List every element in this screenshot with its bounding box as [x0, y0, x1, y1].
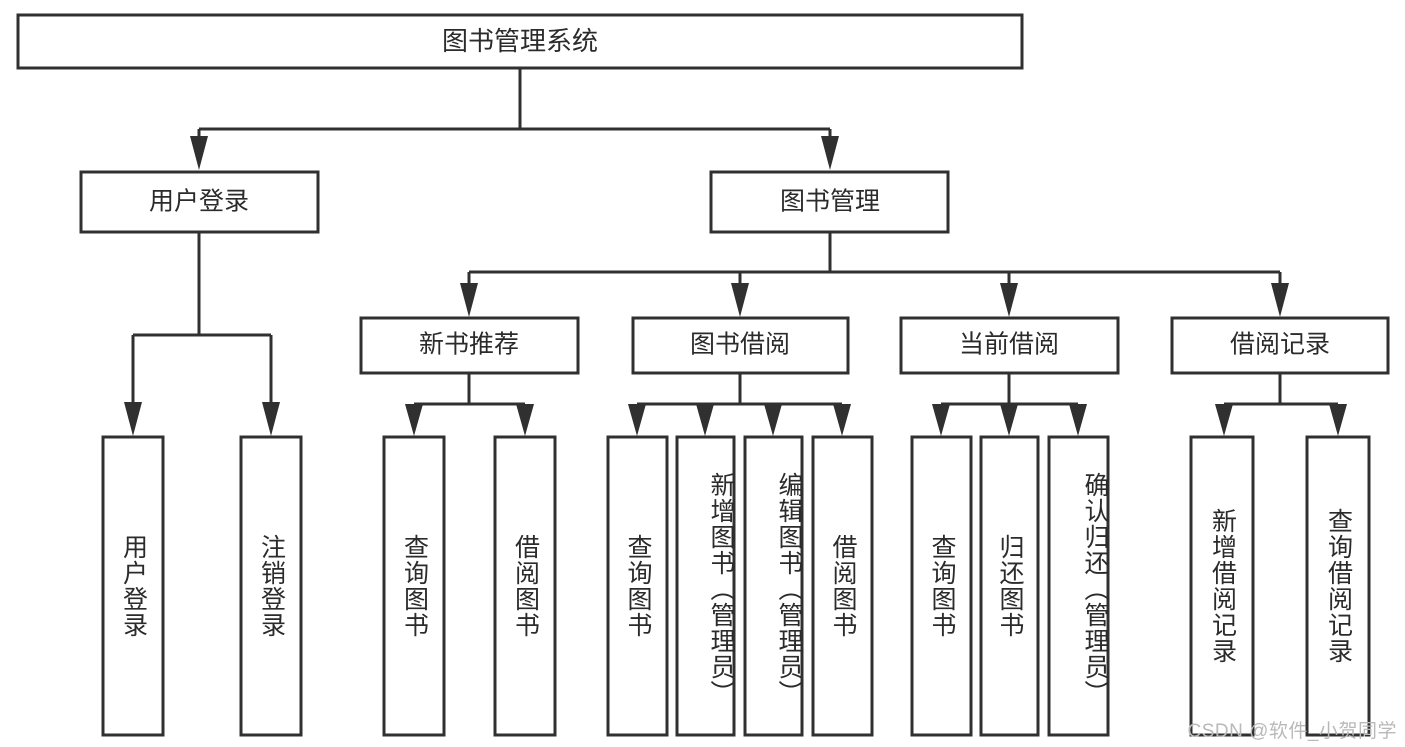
arrow-head-to-borrow-record	[1271, 283, 1289, 317]
node-book-management[interactable]: 图书管理	[709, 170, 950, 234]
node-current-borrowing[interactable]: 当前借阅	[899, 316, 1120, 375]
node-book-borrowing-box[interactable]	[631, 316, 850, 375]
leaf-box-add-book[interactable]	[675, 435, 736, 737]
node-root-book-management-system[interactable]: 图书管理系统	[16, 13, 1024, 70]
leaf-box-confirm-return[interactable]	[1047, 435, 1110, 737]
node-new-book-recommendation-label: 新书推荐	[419, 331, 519, 359]
leaf-box-edit-book[interactable]	[743, 435, 804, 737]
watermark-text: CSDN @软件_小贺同学	[1187, 721, 1397, 742]
arrow-head-leaf-add-record	[1215, 404, 1233, 436]
arrow-head-leaf-query-record	[1329, 404, 1347, 436]
leaf-box-query-record[interactable]	[1305, 435, 1371, 737]
node-borrowing-record-label: 借阅记录	[1230, 331, 1330, 359]
node-book-management-box[interactable]	[709, 170, 950, 234]
leaf-box-add-record[interactable]	[1189, 435, 1255, 737]
leaf-box-logout[interactable]	[239, 435, 303, 737]
arrow-head-leaf-query-book-c	[932, 404, 950, 436]
node-current-borrowing-box[interactable]	[899, 316, 1120, 375]
leaf-box-return-book[interactable]	[979, 435, 1040, 737]
arrow-head-leaf-return-book	[1000, 404, 1018, 436]
arrow-head-leaf-query-book-a	[405, 404, 423, 436]
arrow-head-leaf-logout	[262, 402, 280, 436]
leaf-box-query-book-a[interactable]	[382, 435, 446, 737]
arrow-head-leaf-add-book	[696, 404, 714, 436]
node-current-borrowing-label: 当前借阅	[959, 331, 1059, 359]
node-root-label: 图书管理系统	[442, 26, 598, 56]
node-root-box[interactable]	[16, 13, 1024, 70]
node-borrowing-record[interactable]: 借阅记录	[1170, 316, 1390, 375]
node-user-login-box[interactable]	[79, 170, 320, 234]
arrow-head-to-book-manage	[821, 136, 839, 170]
arrow-head-leaf-query-book-b	[628, 404, 646, 436]
arrow-head-leaf-confirm-return	[1069, 404, 1087, 436]
leaf-box-borrow-book-b[interactable]	[811, 435, 874, 737]
node-borrowing-record-box[interactable]	[1170, 316, 1390, 375]
arrow-head-leaf-borrow-book-a	[516, 404, 534, 436]
arrow-head-to-new-book-rec	[460, 283, 478, 317]
arrow-head-to-book-borrow	[731, 283, 749, 317]
leaf-box-query-book-c[interactable]	[910, 435, 973, 737]
node-book-borrowing[interactable]: 图书借阅	[631, 316, 850, 375]
leaf-box-borrow-book-a[interactable]	[493, 435, 557, 737]
leaf-box-query-book-b[interactable]	[606, 435, 669, 737]
arrow-head-leaf-user-login	[124, 402, 142, 436]
leaf-box-user-login[interactable]	[101, 435, 165, 737]
node-user-login[interactable]: 用户登录	[79, 170, 320, 234]
connector-layer	[124, 68, 1347, 436]
node-book-management-label: 图书管理	[780, 188, 880, 216]
arrow-head-to-user-login	[190, 136, 208, 170]
arrow-head-leaf-borrow-book-b	[833, 404, 851, 436]
arrow-head-to-current-borrow	[1000, 283, 1018, 317]
node-user-login-label: 用户登录	[149, 188, 249, 216]
arrow-head-leaf-edit-book	[764, 404, 782, 436]
node-book-borrowing-label: 图书借阅	[690, 331, 790, 359]
node-new-book-recommendation[interactable]: 新书推荐	[359, 316, 580, 375]
node-new-book-recommendation-box[interactable]	[359, 316, 580, 375]
